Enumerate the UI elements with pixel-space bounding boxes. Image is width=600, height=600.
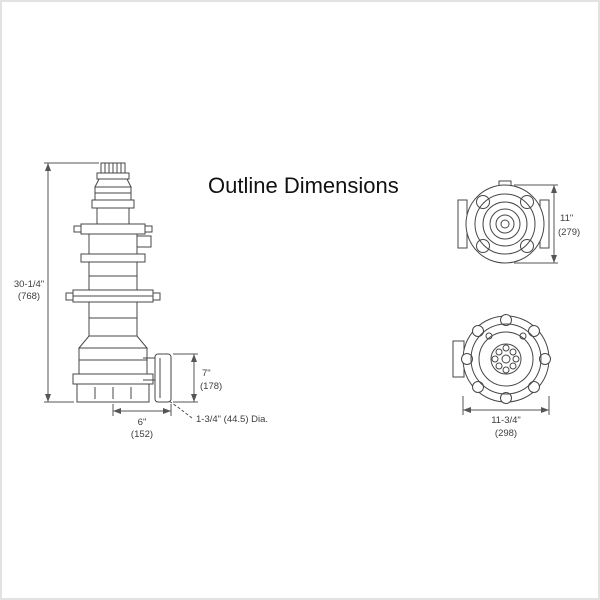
motor-end-diameter-dimension: 11" (279) [514, 184, 580, 264]
overall-height-label-in: 30-1/4" [14, 279, 44, 290]
overall-height-label-mm: (768) [18, 291, 40, 302]
overall-height-dimension: 30-1/4" (768) [14, 162, 99, 403]
pump-end-od-label-in: 11-3/4" [491, 415, 521, 426]
bolt-lug [476, 239, 490, 253]
pump-side-view [65, 162, 172, 403]
perimeter-bolt [539, 353, 551, 365]
perimeter-bolt [500, 392, 512, 404]
base-plate [76, 383, 150, 403]
flange-outer-circle [465, 184, 545, 264]
perimeter-bolt [472, 381, 484, 393]
base-width-label-mm: (152) [131, 429, 153, 440]
volute [78, 347, 148, 375]
motor-end-od-label-in: 11" [560, 213, 573, 224]
bolt-lug [520, 195, 534, 209]
upper-flange [80, 223, 146, 235]
drawing-title: Outline Dimensions [208, 173, 399, 198]
base-width-dimension: 6" (152) [112, 404, 172, 440]
discharge-diameter-label: 1-3/4" (44.5) Dia. [196, 414, 268, 425]
plug-hole [519, 332, 527, 340]
discharge-height-label-in: 7" [202, 368, 211, 379]
cable-entry-box [136, 235, 152, 248]
discharge-diameter-callout: 1-3/4" (44.5) Dia. [168, 400, 268, 425]
bolt-lug [520, 239, 534, 253]
base-ring [72, 373, 154, 385]
discharge-flange [154, 353, 172, 403]
perimeter-bolt [528, 381, 540, 393]
perimeter-bolt [500, 314, 512, 326]
volute-flare [77, 335, 149, 349]
pump-end-diameter-dimension: 11-3/4" (298) [462, 396, 550, 439]
plug-hole [485, 332, 493, 340]
base-width-label-in: 6" [138, 417, 147, 428]
pump-end-od-label-mm: (298) [495, 428, 517, 439]
discharge-height-label-mm: (178) [200, 381, 222, 392]
pump-end-view [452, 314, 551, 404]
motor-end-od-label-mm: (279) [558, 227, 580, 238]
discharge-height-dimension: 7" (178) [173, 353, 222, 403]
coupling-hub [490, 343, 522, 375]
perimeter-bolt [461, 353, 473, 365]
perimeter-bolt [472, 325, 484, 337]
bolt-lug [476, 195, 490, 209]
perimeter-bolt [528, 325, 540, 337]
motor-end-view [457, 180, 550, 264]
